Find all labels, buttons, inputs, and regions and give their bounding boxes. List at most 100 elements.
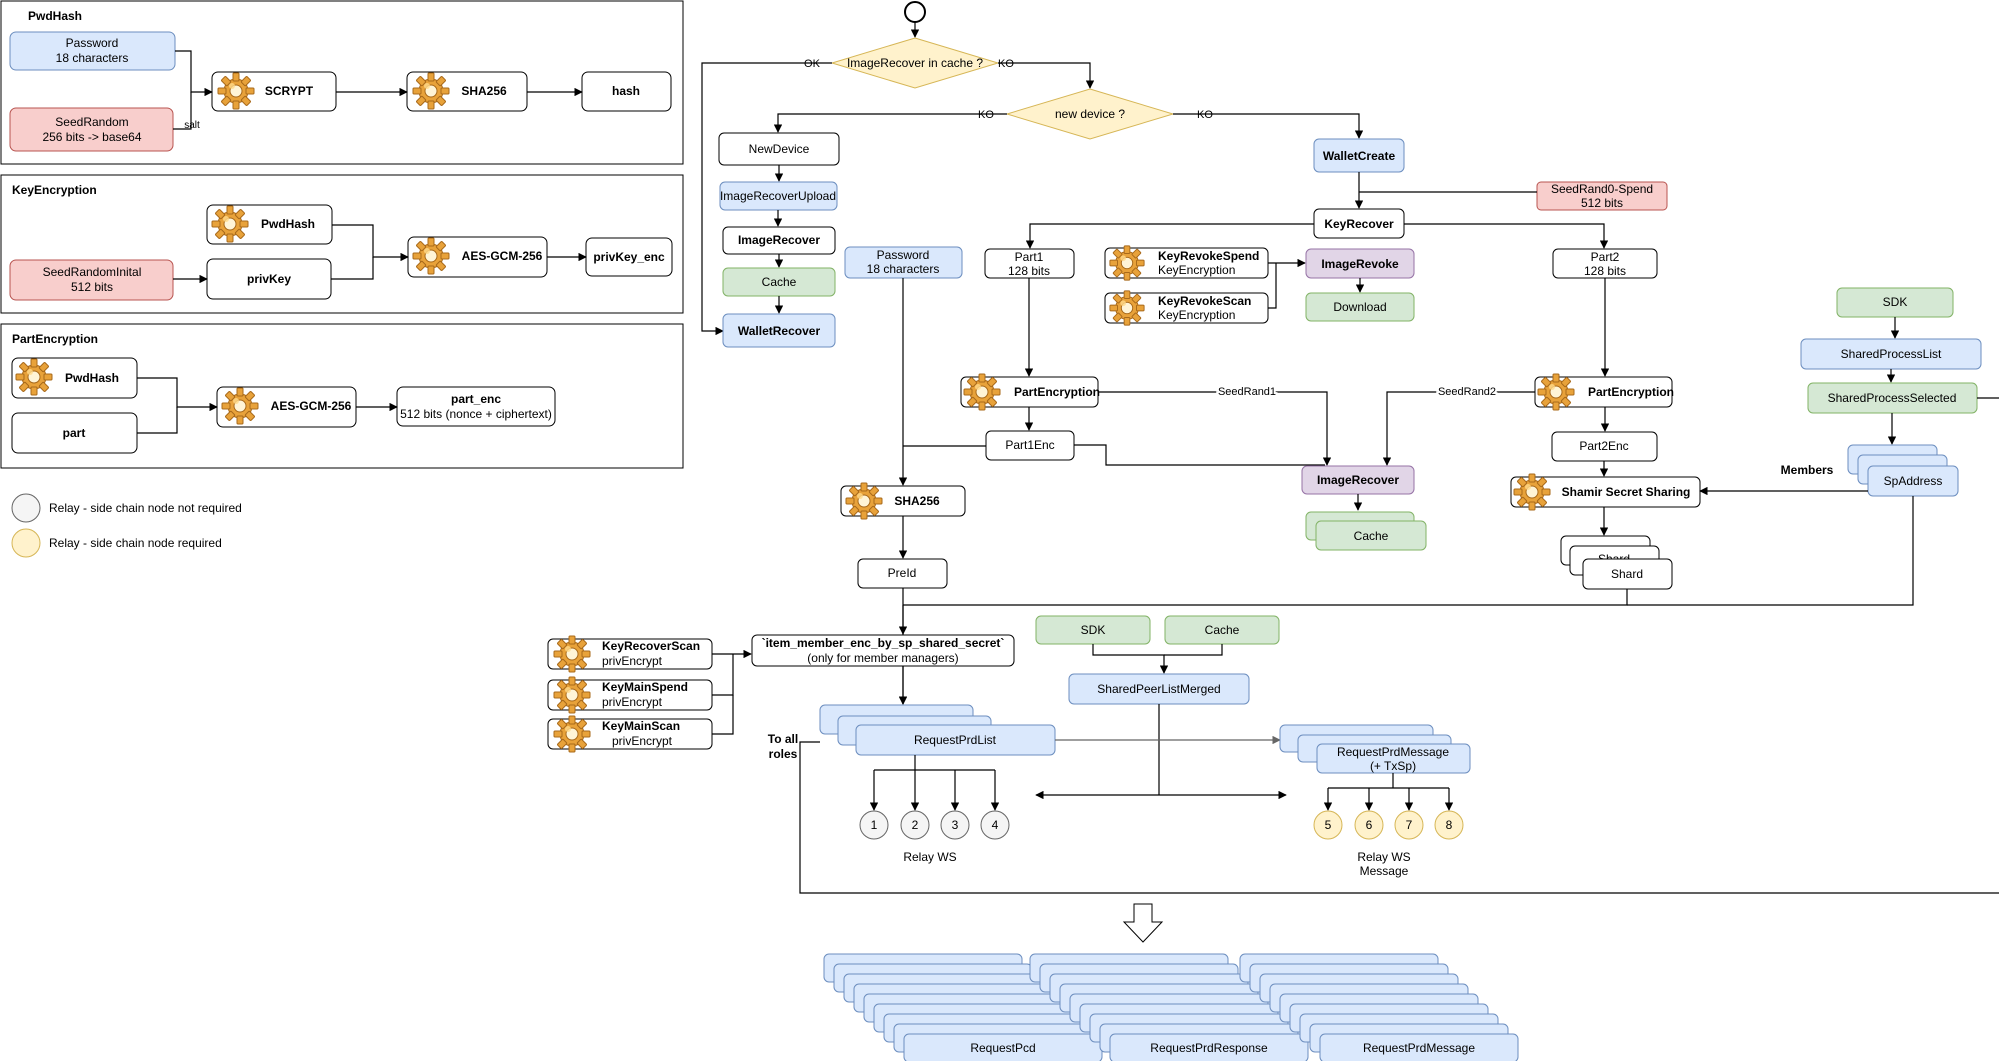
request-prd-list-label: RequestPrdList xyxy=(914,733,997,747)
preid-label: PreId xyxy=(888,566,917,580)
legend-yellow-circle xyxy=(11,528,41,558)
password-label: Password xyxy=(66,36,119,50)
hash-label: hash xyxy=(612,84,640,98)
new-device-decision xyxy=(1005,88,1175,140)
gear-icon xyxy=(412,72,450,110)
gear-icon xyxy=(211,205,249,243)
key-recover-label: KeyRecover xyxy=(1324,217,1394,231)
key-main-scan-sublabel: privEncrypt xyxy=(612,734,673,748)
ok-label: OK xyxy=(804,58,821,70)
part-label: part xyxy=(63,426,86,440)
partencryption-section xyxy=(0,323,684,469)
legend-not-required: Relay - side chain node not required xyxy=(49,501,242,515)
privkey-label: privKey xyxy=(247,272,291,286)
image-recover-cache-decision xyxy=(830,37,1000,89)
download-label: Download xyxy=(1333,300,1386,314)
request-prd-message-stack xyxy=(1239,953,1519,1061)
key-recover-scan-sublabel: privEncrypt xyxy=(602,654,663,668)
image-recover-upload-label: ImageRecoverUpload xyxy=(720,189,836,203)
key-main-scan-label: KeyMainScan xyxy=(602,719,680,733)
relay-yellow-7 xyxy=(1394,810,1424,840)
relay-gray-3 xyxy=(940,810,970,840)
relay-gray-1 xyxy=(859,810,889,840)
pwdhash-section xyxy=(0,0,684,165)
key-main-spend-sublabel: privEncrypt xyxy=(602,695,663,709)
wallet-recover-label: WalletRecover xyxy=(738,324,821,338)
members-label: Members xyxy=(1781,463,1834,477)
keyencryption-section-title: KeyEncryption xyxy=(12,183,97,197)
gear-icon xyxy=(1109,245,1145,281)
gear-icon xyxy=(553,676,591,714)
request-prd-message-label: RequestPrdMessage xyxy=(1337,745,1449,759)
relay-gray-4-label: 4 xyxy=(992,818,999,832)
salt-label: salt xyxy=(184,120,200,131)
part-enc-sublabel: 512 bits (nonce + ciphertext) xyxy=(400,407,552,421)
relay-gray-2 xyxy=(900,810,930,840)
relay-ws-message-sublabel: Message xyxy=(1360,864,1409,878)
sdk-label-2: SDK xyxy=(1081,623,1106,637)
seedrand0-spend-sublabel: 512 bits xyxy=(1581,196,1623,210)
key-main-spend-label: KeyMainSpend xyxy=(602,680,688,694)
relay-yellow-5-label: 5 xyxy=(1325,818,1332,832)
partencryption-section-title: PartEncryption xyxy=(12,332,98,346)
pwdhash-section-title: PwdHash xyxy=(28,9,82,23)
seedrandominital-node xyxy=(9,259,174,301)
part1-label: Part1 xyxy=(1015,250,1044,264)
image-recover-label: ImageRecover xyxy=(738,233,820,247)
shared-process-selected-label: SharedProcessSelected xyxy=(1828,391,1957,405)
gear-icon xyxy=(553,715,591,753)
new-device-label: new device ? xyxy=(1055,107,1125,121)
scrypt-label: SCRYPT xyxy=(265,84,314,98)
relay-yellow-6-label: 6 xyxy=(1366,818,1373,832)
key-revoke-scan-label: KeyRevokeScan xyxy=(1158,294,1251,308)
part-encryption-label-1: PartEncryption xyxy=(1014,385,1100,399)
cache-label-2: Cache xyxy=(1354,529,1389,543)
password-sublabel-2: 18 characters xyxy=(867,262,940,276)
gear-icon xyxy=(553,635,591,673)
shard-label: Shard xyxy=(1611,567,1643,581)
request-prd-message-bottom-label: RequestPrdMessage xyxy=(1363,1041,1475,1055)
gear-icon xyxy=(217,72,255,110)
keyenc-pwdhash-label: PwdHash xyxy=(261,217,315,231)
image-recover-cache-label: ImageRecover in cache ? xyxy=(847,56,983,70)
relay-yellow-5 xyxy=(1313,810,1343,840)
spaddress-label: SpAddress xyxy=(1884,474,1943,488)
part2-sublabel: 128 bits xyxy=(1584,264,1626,278)
part1-sublabel: 128 bits xyxy=(1008,264,1050,278)
gear-icon xyxy=(845,482,883,520)
request-prd-message-sublabel: (+ TxSp) xyxy=(1370,759,1416,773)
sha256-label: SHA256 xyxy=(894,494,940,508)
to-all-sublabel: roles xyxy=(769,747,798,761)
shamir-label: Shamir Secret Sharing xyxy=(1562,485,1691,499)
relay-yellow-7-label: 7 xyxy=(1406,818,1413,832)
legend-required: Relay - side chain node required xyxy=(49,536,222,550)
seedrandominital-sublabel: 512 bits xyxy=(71,280,113,294)
relay-gray-3-label: 3 xyxy=(952,818,959,832)
part2enc-label: Part2Enc xyxy=(1579,439,1628,453)
relay-gray-2-label: 2 xyxy=(912,818,919,832)
pwdhash-sha256-label: SHA256 xyxy=(461,84,507,98)
shared-process-list-label: SharedProcessList xyxy=(1841,347,1942,361)
item-member-node xyxy=(751,634,1015,667)
keyencryption-section xyxy=(0,174,684,314)
privkey-enc-label: privKey_enc xyxy=(593,250,665,264)
key-recover-scan-label: KeyRecoverScan xyxy=(602,639,700,653)
relay-ws-label: Relay WS xyxy=(903,850,956,864)
to-all-label: To all xyxy=(768,732,798,746)
request-pcd-stack xyxy=(823,953,1103,1061)
cache-label: Cache xyxy=(762,275,797,289)
wallet-create-label: WalletCreate xyxy=(1323,149,1396,163)
gear-icon xyxy=(1109,290,1145,326)
cache-label-3: Cache xyxy=(1205,623,1240,637)
request-prd-response-label: RequestPrdResponse xyxy=(1150,1041,1268,1055)
seedrand2-label: SeedRand2 xyxy=(1438,386,1496,398)
gear-icon xyxy=(412,237,450,275)
key-revoke-spend-sublabel: KeyEncryption xyxy=(1158,263,1235,277)
seedrand0-spend-node xyxy=(1536,181,1668,211)
gear-icon xyxy=(1513,473,1551,511)
relay-gray-4 xyxy=(980,810,1010,840)
legend-gray-circle xyxy=(11,493,41,523)
part-enc-label: part_enc xyxy=(451,392,501,406)
cache-node-2 xyxy=(1315,520,1427,551)
